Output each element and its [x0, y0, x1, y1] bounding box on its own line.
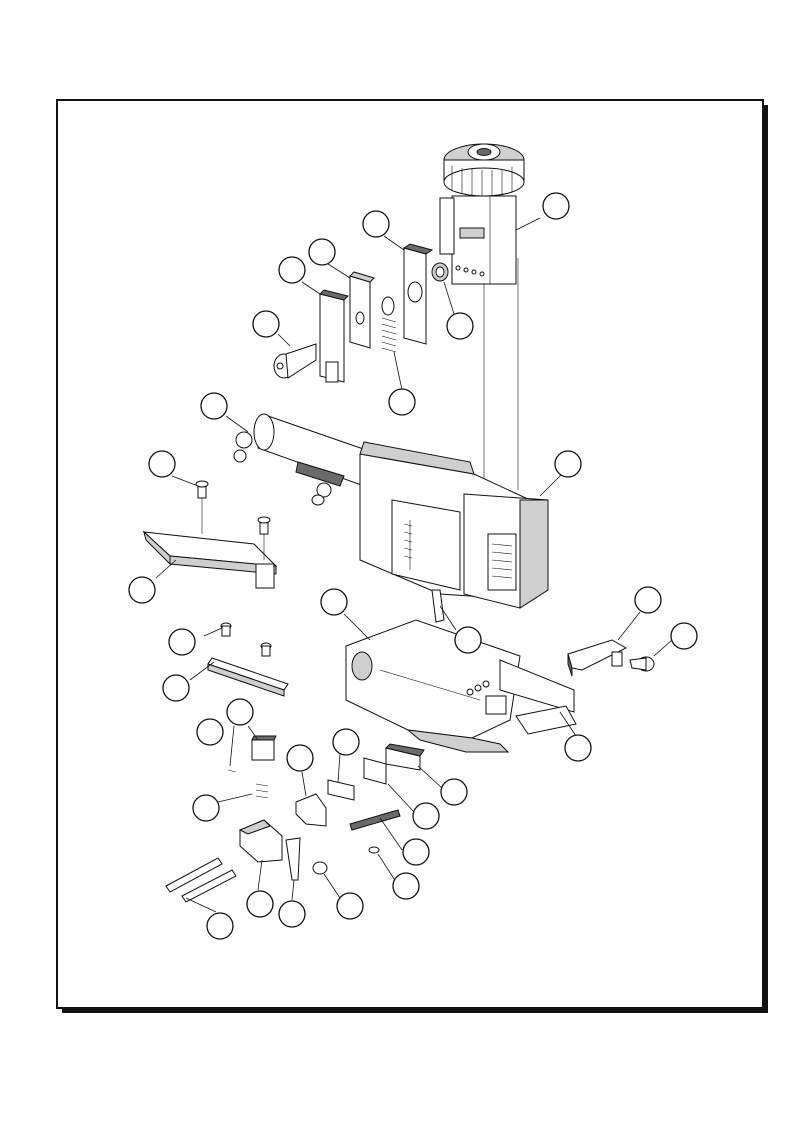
callout-bubble-4: [278, 256, 306, 284]
coil-spring: [381, 317, 397, 353]
main-body-assembly: [233, 413, 549, 623]
callout-bubble-23: [440, 778, 468, 806]
callout-bubble-14: [454, 626, 482, 654]
callout-bubble-11: [128, 576, 156, 604]
callout-bubble-2: [362, 210, 390, 238]
callout-bubble-7: [388, 388, 416, 416]
callout-bubble-24: [192, 794, 220, 822]
callout-bubble-28: [246, 890, 274, 918]
callout-bubble-26: [402, 838, 430, 866]
cover-plate: [142, 480, 278, 589]
callout-bubble-21: [286, 744, 314, 772]
callout-bubble-13: [634, 586, 662, 614]
guide-bar: [207, 622, 289, 697]
callout-bubble-5: [252, 310, 280, 338]
callout-bubble-25: [412, 802, 440, 830]
callout-bubbles: [128, 192, 698, 940]
callout-bubble-17: [162, 674, 190, 702]
callout-bubble-9: [148, 450, 176, 478]
callout-bubble-31: [206, 912, 234, 940]
callout-bubble-6: [446, 312, 474, 340]
callout-bubble-19: [196, 718, 224, 746]
callout-bubble-29: [336, 892, 364, 920]
callout-bubble-1: [542, 192, 570, 220]
lower-small-parts: [165, 735, 425, 903]
callout-bubble-12: [320, 588, 348, 616]
scale-ticks: [403, 523, 413, 559]
small-spring: [255, 783, 269, 799]
callout-bubble-30: [278, 900, 306, 928]
callout-bubble-10: [554, 450, 582, 478]
dial-head-assembly: [439, 143, 525, 490]
callout-bubble-15: [670, 622, 698, 650]
callout-bubble-20: [332, 728, 360, 756]
leader-lines: [155, 217, 673, 913]
callout-bubble-22: [564, 734, 592, 762]
callout-bubble-27: [392, 872, 420, 900]
callout-bubble-3: [308, 238, 336, 266]
plate-stack: [273, 243, 449, 383]
callout-bubble-16: [168, 628, 196, 656]
callout-bubble-8: [200, 392, 228, 420]
callout-bubble-18: [226, 698, 254, 726]
right-clamp: [567, 639, 655, 677]
knurl-marks: [451, 166, 513, 196]
